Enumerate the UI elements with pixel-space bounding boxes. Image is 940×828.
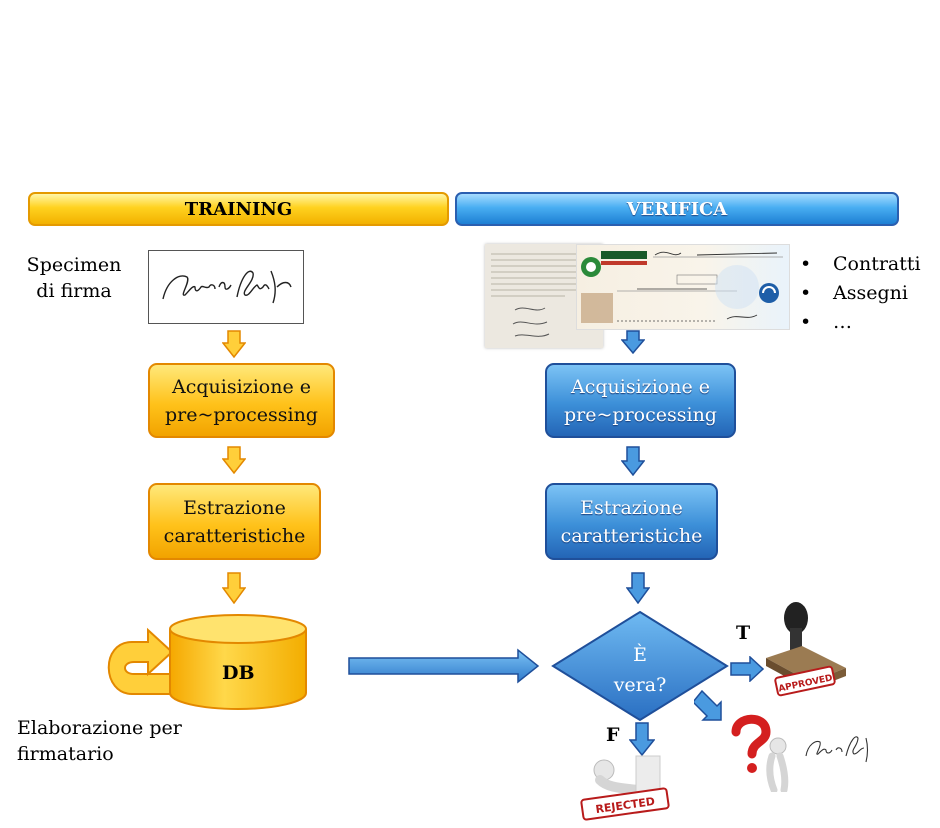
- specimen-signature: [148, 250, 304, 324]
- verifica-header: VERIFICA: [455, 192, 899, 226]
- arrow-right-icon: [348, 648, 540, 684]
- arrow-down-icon: [621, 330, 645, 354]
- arrow-down-icon: [629, 722, 655, 756]
- specimen-label: Specimen di firma: [26, 254, 122, 302]
- list-item: •Assegni: [800, 282, 908, 304]
- arrow-down-right-icon: [694, 690, 722, 721]
- decision-diamond: [551, 610, 729, 722]
- approved-stamp-image: APPROVED: [766, 602, 846, 697]
- list-item: •Contratti: [800, 253, 921, 275]
- false-label: F: [606, 724, 620, 746]
- db-label: DB: [222, 662, 255, 684]
- arrow-right-icon: [730, 656, 764, 682]
- rejected-person-image: REJECTED: [580, 755, 670, 821]
- elaborazione-label: Elaborazione per firmatario: [17, 717, 182, 765]
- decision-label: È vera?: [613, 644, 667, 696]
- arrow-down-icon: [222, 572, 246, 604]
- document-types-list: •Contratti •Assegni •…: [800, 250, 921, 337]
- training-header: TRAINING: [28, 192, 449, 226]
- arrow-down-icon: [621, 446, 645, 476]
- db-cylinder: [169, 614, 307, 710]
- arrow-down-icon: [222, 330, 246, 358]
- arrow-down-icon: [626, 572, 650, 604]
- arrow-down-icon: [222, 446, 246, 474]
- question-person-image: [731, 714, 789, 792]
- true-label: T: [736, 622, 751, 644]
- list-item: •…: [800, 311, 852, 333]
- cheque-image: [576, 244, 790, 330]
- db-loop-arrow-icon: [107, 627, 175, 695]
- signature-image: [805, 736, 869, 763]
